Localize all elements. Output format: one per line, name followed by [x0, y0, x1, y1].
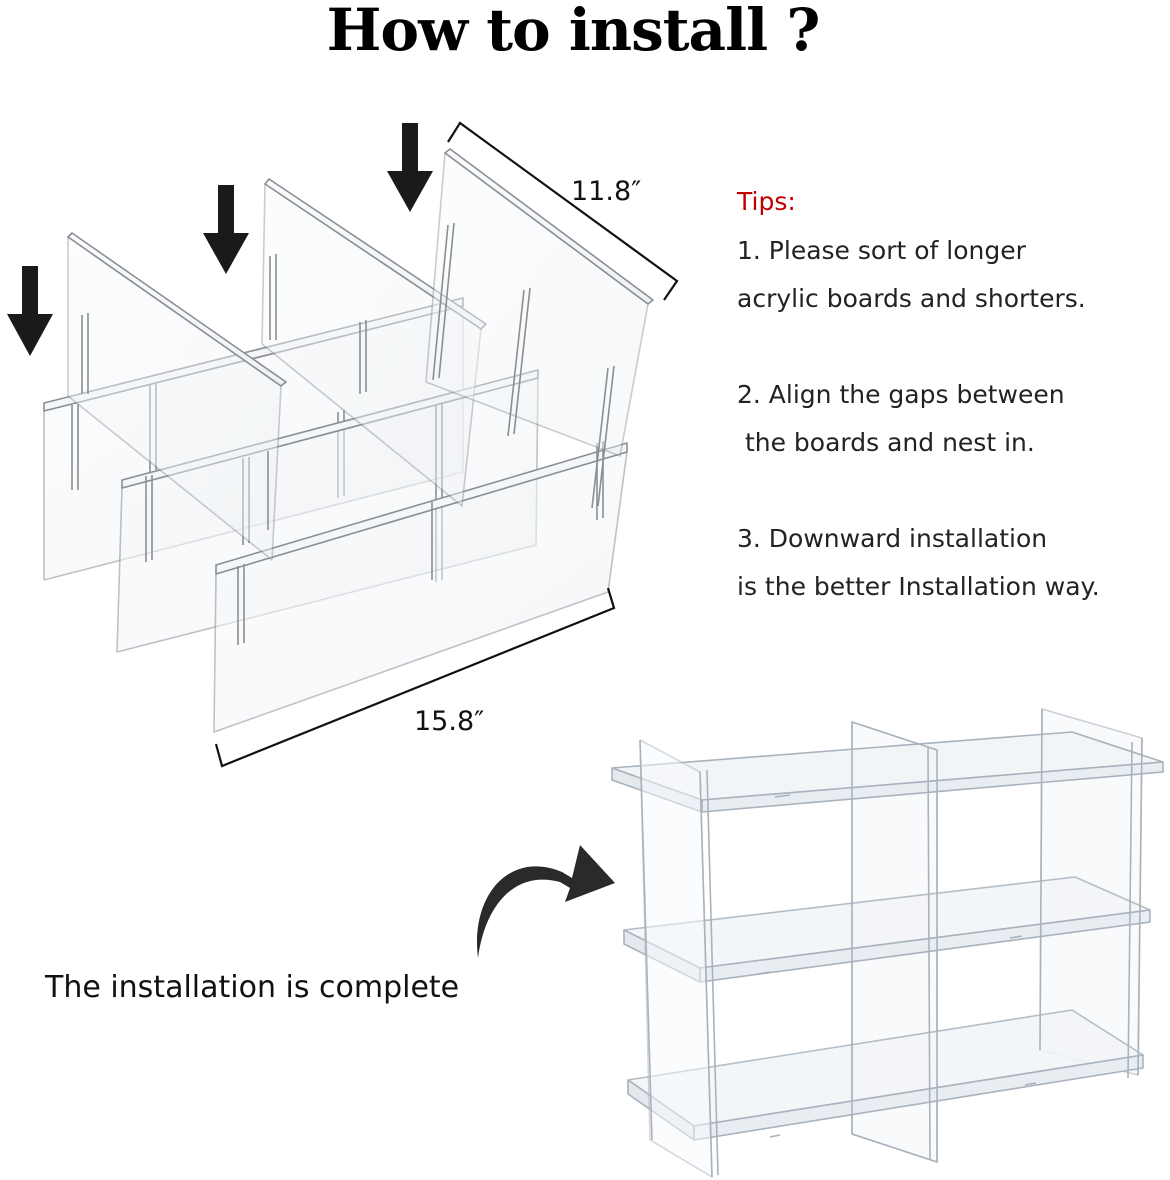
tip-2-line-2: the boards and nest in. [737, 428, 1035, 457]
vertical-board-2 [261, 178, 487, 507]
tip-3-line-1: 3. Downward installation [737, 524, 1048, 553]
assembled-shelf [611, 708, 1164, 1178]
down-arrow-icon-2 [203, 185, 249, 274]
depth-dimension-label: 11.8″ [571, 176, 641, 207]
tip-1-line-2: acrylic boards and shorters. [737, 284, 1086, 313]
tips-heading: Tips: [737, 187, 796, 216]
tip-1-line-1: 1. Please sort of longer [737, 236, 1026, 265]
down-arrow-icon-1 [7, 266, 53, 356]
page-title: How to install ? [326, 0, 821, 64]
width-dimension-label: 15.8″ [414, 706, 484, 737]
vertical-board-1 [67, 232, 287, 561]
curved-arrow-icon [476, 845, 615, 958]
tip-2-line-1: 2. Align the gaps between [737, 380, 1065, 409]
vertical-board-3 [425, 148, 654, 509]
completion-caption: The installation is complete [45, 970, 460, 1005]
tip-3-line-2: is the better Installation way. [737, 572, 1100, 601]
down-arrow-icon-3 [387, 123, 433, 212]
horizontal-board-3 [213, 441, 628, 733]
exploded-boards-diagram [43, 148, 654, 733]
width-dimension-bracket [214, 587, 616, 768]
depth-dimension-bracket [447, 121, 679, 301]
